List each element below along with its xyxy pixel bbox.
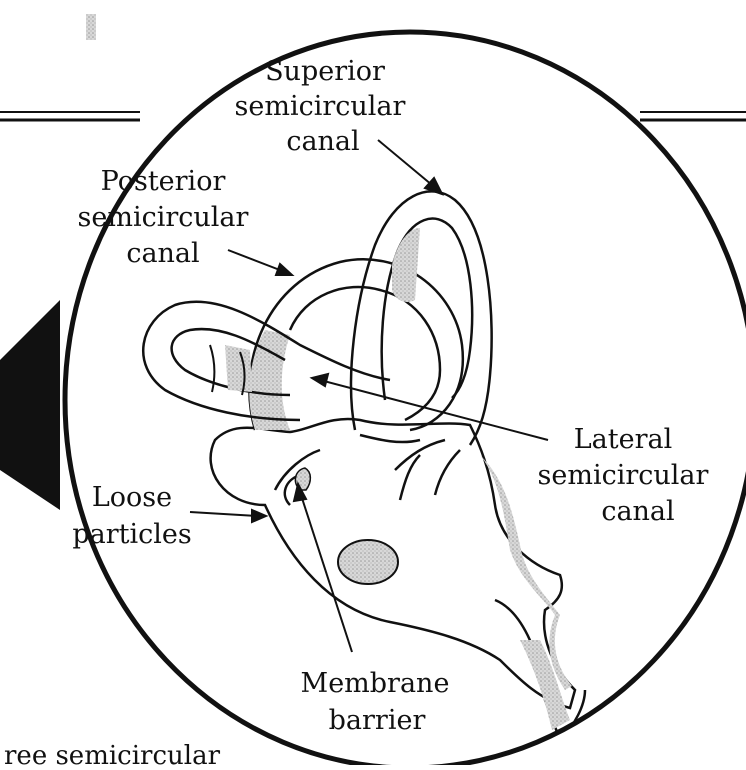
caption-fragment: ree semicircular bbox=[4, 741, 221, 765]
label-superior-line1: Superior bbox=[265, 56, 385, 87]
label-loose-line1: Loose bbox=[92, 482, 172, 513]
magnifier-circle bbox=[65, 32, 746, 765]
label-loose-line2: particles bbox=[72, 519, 191, 550]
label-lateral-line1: Lateral bbox=[574, 424, 673, 455]
label-membrane-line1: Membrane bbox=[301, 668, 450, 699]
scan-speck bbox=[86, 14, 96, 40]
label-posterior-line2: semicircular bbox=[78, 202, 249, 233]
label-superior-line2: semicircular bbox=[235, 91, 406, 122]
label-membrane-line2: barrier bbox=[329, 705, 426, 736]
left-edge-shape bbox=[0, 300, 60, 510]
label-posterior-line1: Posterior bbox=[101, 166, 226, 197]
lateral-canal-shade bbox=[225, 345, 252, 392]
oval-window bbox=[338, 540, 398, 584]
label-superior-line3: canal bbox=[286, 126, 359, 157]
label-posterior-line3: canal bbox=[126, 238, 199, 269]
label-lateral-line2: semicircular bbox=[538, 460, 709, 491]
label-lateral-line3: canal bbox=[601, 496, 674, 527]
